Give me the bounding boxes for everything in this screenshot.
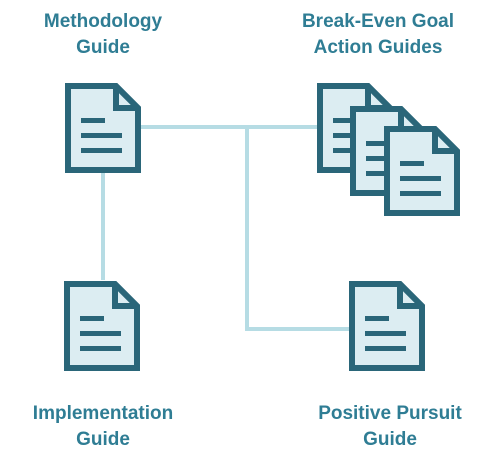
methodology-guide-label-line1: Methodology bbox=[43, 11, 163, 32]
implementation-guide-label: Implementation Guide bbox=[3, 401, 203, 453]
implementation-guide-label-line2: Guide bbox=[76, 429, 130, 450]
action-guide-document-icon-3 bbox=[383, 125, 461, 217]
positive-pursuit-guide-label: Positive Pursuit Guide bbox=[290, 401, 490, 453]
connector-branch-to-positive-pursuit bbox=[245, 327, 357, 331]
positive-pursuit-label-line1: Positive Pursuit bbox=[318, 403, 462, 424]
break-even-label-line1: Break-Even Goal bbox=[301, 11, 455, 32]
positive-pursuit-label-line2: Guide bbox=[363, 429, 417, 450]
implementation-guide-label-line1: Implementation bbox=[32, 403, 174, 424]
break-even-goal-action-guides-label: Break-Even Goal Action Guides bbox=[278, 9, 478, 61]
methodology-guide-label-line2: Guide bbox=[76, 37, 130, 58]
connector-methodology-to-action-guides bbox=[133, 125, 319, 129]
positive-pursuit-guide-document-icon bbox=[348, 280, 426, 372]
methodology-guide-label: Methodology Guide bbox=[3, 9, 203, 61]
methodology-guide-document-icon bbox=[64, 82, 142, 174]
implementation-guide-document-icon bbox=[63, 280, 141, 372]
connector-methodology-to-implementation bbox=[101, 170, 105, 280]
connector-branch-down bbox=[245, 127, 249, 331]
break-even-label-line2: Action Guides bbox=[313, 37, 443, 58]
